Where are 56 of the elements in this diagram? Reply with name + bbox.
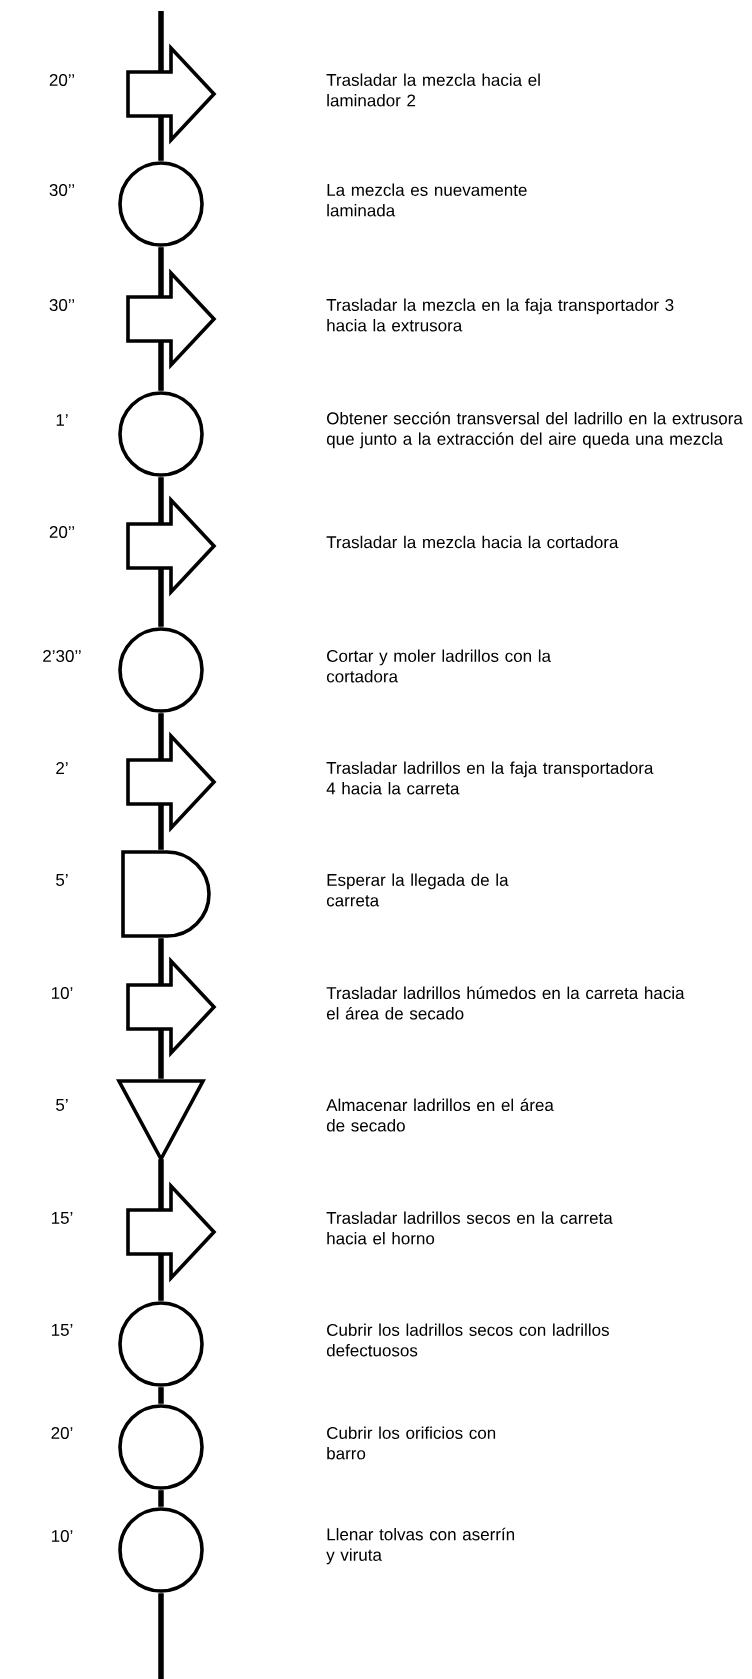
flow-line xyxy=(158,11,164,72)
step-description: Trasladar ladrillos secos en la carreta hacia el horno xyxy=(326,1211,613,1245)
flow-line xyxy=(158,1159,164,1210)
flow-line xyxy=(158,1593,164,1679)
step-description: Cubrir los ladrillos secos con ladrillos defectuosos xyxy=(326,1323,609,1357)
transport-symbol xyxy=(126,268,217,370)
step-description: Trasladar la mezcla hacia la cortadora xyxy=(326,535,619,549)
flow-line xyxy=(158,1490,164,1507)
flow-line xyxy=(158,568,164,627)
delay-symbol xyxy=(121,850,211,938)
operation-circle xyxy=(118,627,204,713)
step-description: Llenar tolvas con aserrín y viruta xyxy=(326,1527,514,1565)
step-description: Obtener sección transversal del ladrillo en la extrusora que junto a la extracción del aire queda una mezcla xyxy=(326,411,743,449)
time-label: 15’ xyxy=(51,1324,73,1336)
flow-line xyxy=(158,1029,164,1079)
time-label: 10’ xyxy=(51,1529,73,1542)
step-description: Cortar y moler ladrillos con la cortadora xyxy=(326,649,551,683)
step-description: La mezcla es nuevamente laminada xyxy=(327,183,527,217)
time-label: 20’ xyxy=(51,1426,73,1439)
step-description: Esperar la llegada de la carreta xyxy=(326,873,509,907)
time-label: 10’ xyxy=(51,986,73,999)
flow-line xyxy=(158,341,164,391)
flow-line xyxy=(158,247,164,297)
time-label: 2’30’’ xyxy=(43,649,81,662)
flow-line xyxy=(158,804,164,850)
flow-line xyxy=(158,477,164,524)
step-description: Trasladar la mezcla en la faja transportador 3 hacia la extrusora xyxy=(326,298,674,332)
operation-circle xyxy=(118,161,204,247)
time-label: 1’ xyxy=(56,414,68,426)
time-label: 5’ xyxy=(56,874,68,886)
step-description: Trasladar la mezcla hacia el laminador 2 xyxy=(326,73,540,107)
flow-line xyxy=(158,1254,164,1301)
time-label: 2’ xyxy=(56,762,68,774)
operation-circle xyxy=(118,1507,204,1593)
time-label: 30’’ xyxy=(49,183,74,196)
step-description: Cubrir los orificios con barro xyxy=(327,1426,496,1460)
transport-symbol xyxy=(126,731,217,833)
flow-line xyxy=(158,1387,164,1404)
time-label: 15’ xyxy=(51,1212,73,1224)
transport-symbol xyxy=(126,1181,217,1283)
operation-circle xyxy=(118,1301,204,1387)
transport-symbol xyxy=(126,956,217,1058)
step-description: Trasladar ladrillos húmedos en la carreta hacia el área de secado xyxy=(326,986,685,1020)
step-description: Almacenar ladrillos en el área de secado xyxy=(326,1098,554,1132)
flow-line xyxy=(158,938,164,985)
transport-symbol xyxy=(126,43,217,145)
operation-circle xyxy=(118,1404,204,1490)
transport-symbol xyxy=(126,495,217,597)
flow-line xyxy=(158,116,164,161)
time-label: 30’’ xyxy=(49,298,74,311)
flow-line xyxy=(158,713,164,760)
operation-circle xyxy=(118,391,204,477)
time-label: 20’’ xyxy=(49,525,74,538)
time-label: 5’ xyxy=(56,1099,68,1111)
time-label: 20’’ xyxy=(49,74,74,86)
step-description: Trasladar ladrillos en la faja transportadora 4 hacia la carreta xyxy=(326,761,654,795)
